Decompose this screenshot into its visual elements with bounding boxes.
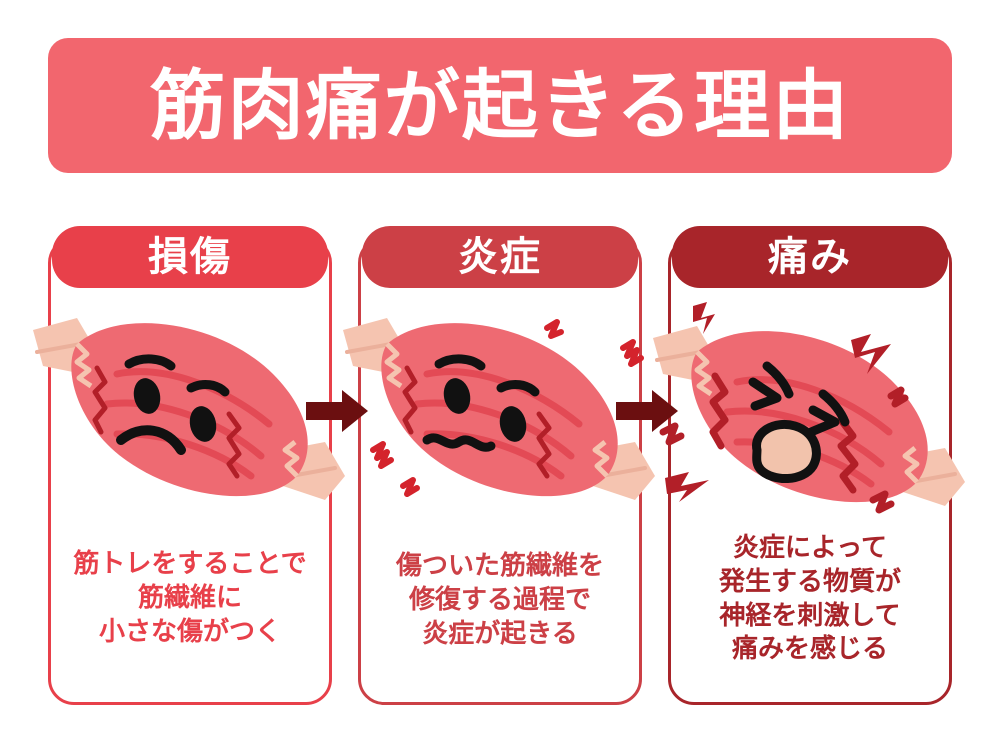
caption-line: 筋トレをすることで	[73, 549, 307, 579]
step-caption-pain: 炎症によって 発生する物質が 神経を刺激して 痛みを感じる	[672, 532, 948, 667]
step-header-pain: 痛み	[672, 226, 948, 288]
caption-line: 小さな傷がつく	[98, 616, 281, 647]
step-header-label-inflammation: 炎症	[458, 234, 542, 280]
flow-arrow-2	[616, 389, 678, 433]
caption-line: 筋繊維に	[137, 582, 242, 613]
flow-arrow-1	[306, 389, 368, 433]
caption-line: 痛みを感じる	[731, 634, 888, 665]
caption-line: 炎症によって	[733, 533, 887, 563]
caption-line: 炎症が起きる	[422, 618, 578, 649]
caption-line: 修復する過程で	[408, 584, 591, 615]
step-caption-damage: 筋トレをすることで 筋繊維に 小さな傷がつく	[52, 548, 328, 649]
caption-line: 発生する物質が	[718, 566, 901, 597]
step-caption-inflammation: 傷ついた筋繊維を 修復する過程で 炎症が起きる	[362, 550, 638, 651]
step-header-inflammation: 炎症	[362, 226, 638, 288]
step-header-label-pain: 痛み	[768, 234, 852, 280]
step-header-damage: 損傷	[52, 226, 328, 288]
caption-line: 神経を刺激して	[719, 600, 901, 631]
page-title: 筋肉痛が起きる理由	[149, 60, 851, 150]
caption-line: 傷ついた筋繊維を	[395, 551, 604, 581]
step-header-label-damage: 損傷	[148, 234, 232, 280]
title-banner: 筋肉痛が起きる理由	[48, 38, 952, 173]
